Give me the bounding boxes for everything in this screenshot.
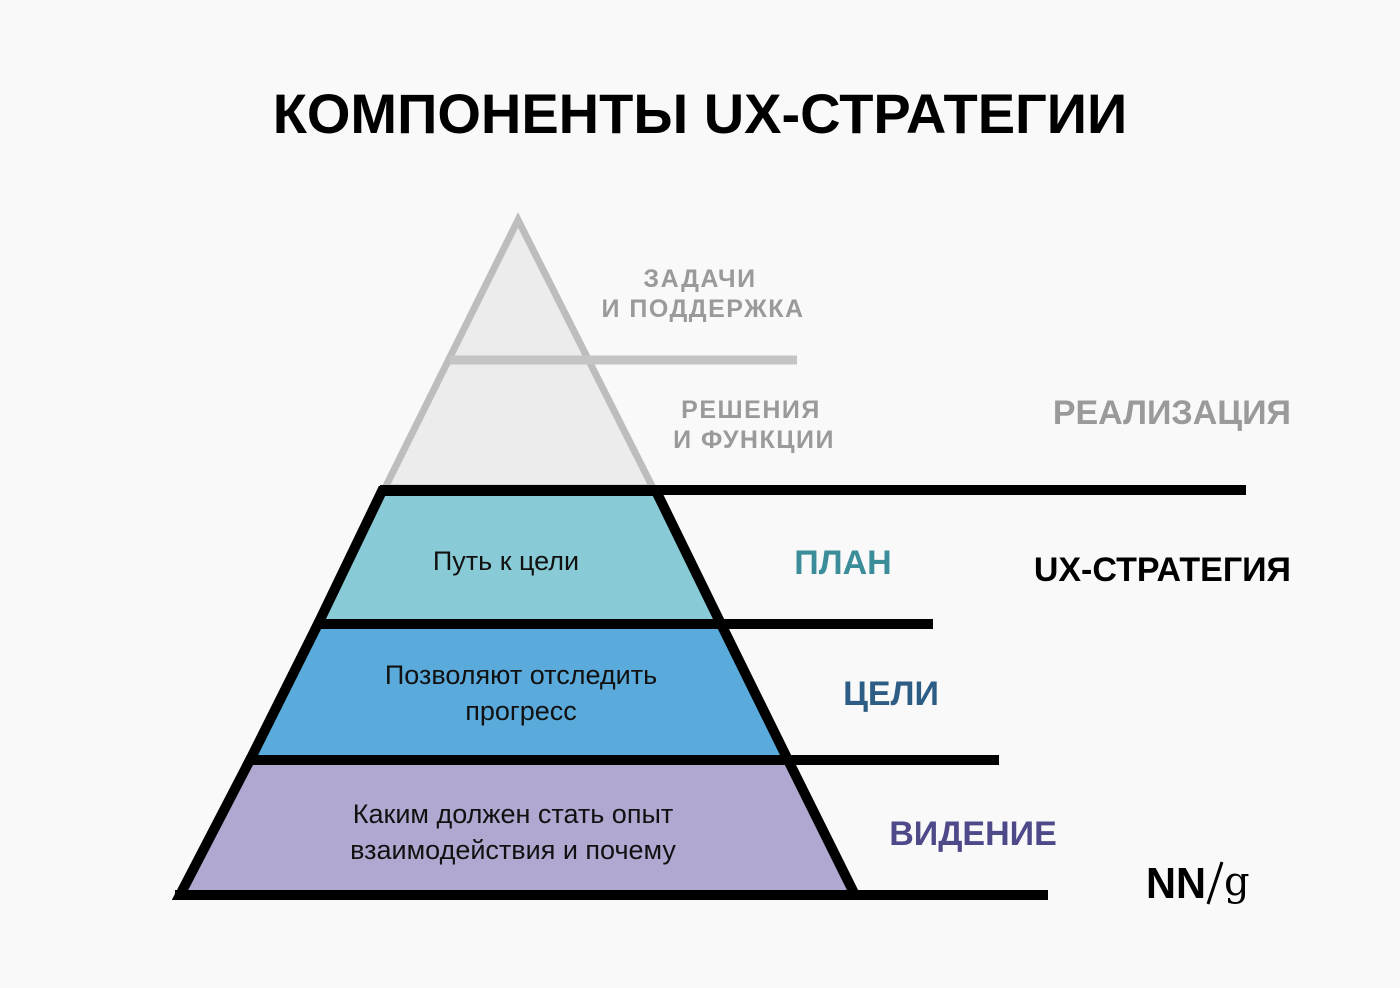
implementation-label: РЕАЛИЗАЦИЯ [1053, 394, 1291, 432]
tasks-label-2: И ПОДДЕРЖКА [601, 295, 804, 323]
plan-label: ПЛАН [794, 544, 891, 582]
goals-text-1: Позволяют отследить [385, 660, 657, 690]
svg-text:g: g [1224, 859, 1250, 905]
vision-text-1: Каким должен стать опыт [353, 799, 673, 829]
ux-strategy-label: UX-СТРАТЕГИЯ [1034, 551, 1291, 589]
diagram-title: КОМПОНЕНТЫ UX-СТРАТЕГИИ [273, 82, 1128, 145]
nng-logo: NN g [1146, 859, 1250, 908]
features-label-2: И ФУНКЦИИ [673, 426, 835, 454]
svg-text:NN: NN [1146, 859, 1206, 908]
goals-label: ЦЕЛИ [843, 675, 939, 713]
implementation-tier [379, 212, 659, 492]
vision-label: ВИДЕНИЕ [889, 815, 1057, 853]
features-label-1: РЕШЕНИЯ [681, 396, 821, 424]
vision-text-2: взаимодействия и почему [350, 835, 676, 865]
goals-text-2: прогресс [465, 696, 577, 726]
goals-tier [241, 619, 797, 765]
tasks-label-1: ЗАДАЧИ [643, 265, 756, 293]
plan-text: Путь к цели [433, 546, 579, 576]
